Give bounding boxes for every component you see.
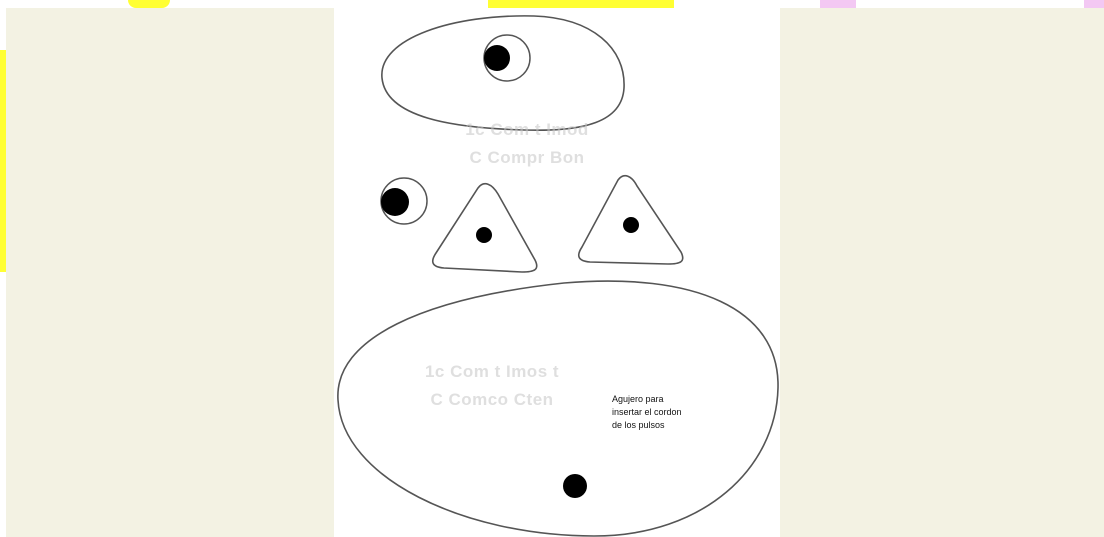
yellow-decor-top-left: [128, 0, 170, 8]
watermark-bottom-line1: 1c Com t Imos t: [412, 358, 572, 386]
hole-annotation: Agujero para insertar el cordon de los p…: [612, 393, 732, 432]
right-ear-hole: [623, 217, 639, 233]
annotation-line3: de los pulsos: [612, 419, 732, 432]
watermark-top-line2: C Compr Bon: [452, 144, 602, 172]
annotation-line1: Agujero para: [612, 393, 732, 406]
right-side-panel: [780, 8, 1104, 537]
pattern-drawing: [334, 8, 780, 537]
body-hole: [563, 474, 587, 498]
watermark-top: 1c Com t Imod C Compr Bon: [452, 116, 602, 172]
annotation-line2: insertar el cordon: [612, 406, 732, 419]
pattern-sheet: 1c Com t Imod C Compr Bon 1c Com t Imos …: [334, 8, 780, 537]
left-side-panel: [6, 8, 334, 537]
yellow-decor-top-center: [488, 0, 674, 8]
left-ear-hole: [476, 227, 492, 243]
watermark-bottom-line2: C Comco Cten: [412, 386, 572, 414]
watermark-bottom: 1c Com t Imos t C Comco Cten: [412, 358, 572, 414]
head-eye-pupil: [484, 45, 510, 71]
pink-decor-top-right: [820, 0, 856, 8]
watermark-top-line1: 1c Com t Imod: [452, 116, 602, 144]
pink-decor-top-far-right: [1084, 0, 1104, 8]
loose-eye-pupil: [381, 188, 409, 216]
